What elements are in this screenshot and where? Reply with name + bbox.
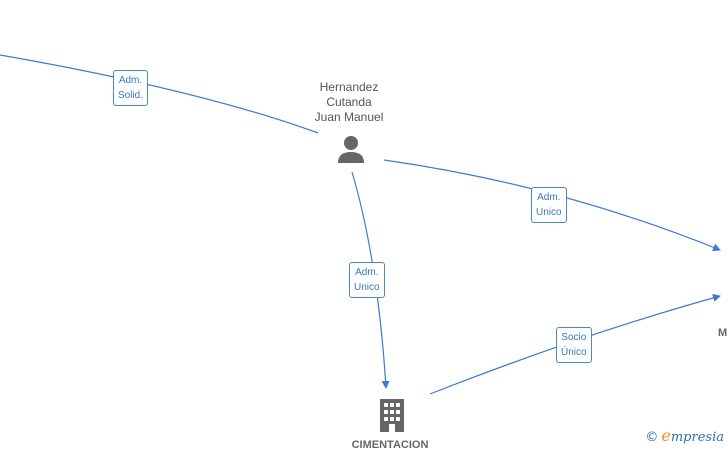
person-icon[interactable] xyxy=(336,134,366,164)
edge-label-line: Unico xyxy=(536,207,562,218)
person-name-line-2: Cutanda xyxy=(326,95,372,109)
edge-label-adm-unico-right: Adm. Unico xyxy=(531,187,567,223)
edge-label-socio-unico: Socio Único xyxy=(556,327,592,363)
edge-label-line: Socio xyxy=(561,332,587,343)
edge-label-line: Adm. xyxy=(118,75,143,86)
edge-label-line: Unico xyxy=(354,282,380,293)
edge-label-adm-unico-down: Adm. Unico xyxy=(349,262,385,298)
company-name[interactable]: CIMENTACION xyxy=(351,439,429,451)
brand-initial: e xyxy=(661,426,671,445)
offscreen-company-name[interactable]: M xyxy=(718,327,728,339)
brand-name: mpresia xyxy=(670,430,724,445)
edge-label-line: Adm. xyxy=(355,267,379,278)
person-name-line-3: Juan Manuel xyxy=(314,110,384,124)
person-name[interactable]: Hernandez Cutanda Juan Manuel xyxy=(299,80,399,125)
building-icon[interactable] xyxy=(377,398,407,432)
edge-adm-solid xyxy=(0,54,319,134)
edge-label-line: Adm. xyxy=(537,192,561,203)
edge-label-line: Solid. xyxy=(118,90,144,101)
copyright-icon: © xyxy=(645,430,659,445)
person-name-line-1: Hernandez xyxy=(319,80,379,94)
edge-label-line: Único xyxy=(561,347,587,358)
edge-label-adm-solid: Adm. Solid. xyxy=(113,70,149,106)
empresia-watermark: ©empresia xyxy=(645,426,724,445)
